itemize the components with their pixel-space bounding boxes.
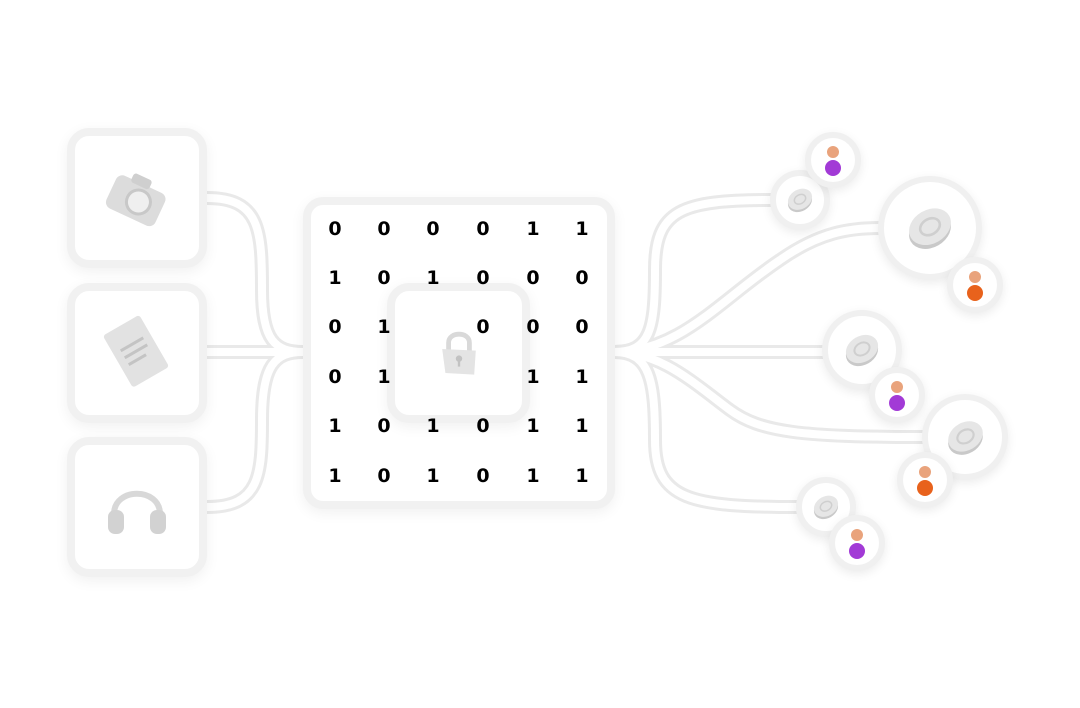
binary-digit: 0: [328, 218, 342, 240]
binary-digit: 1: [575, 465, 589, 487]
binary-digit: 1: [426, 415, 440, 437]
user-avatar-icon: [889, 381, 905, 411]
binary-digits-layer: 0 0 0 0 1 1 1 0 1 0 0 0 0 1 0 0 0 0 1 1 1 1 0 1 0 1 1 1 0 1 0 1 1: [311, 205, 607, 501]
coin-icon: [947, 420, 983, 455]
headphones-icon: [108, 490, 166, 534]
lock-card: [387, 283, 530, 423]
user-avatar-icon: [917, 466, 933, 496]
binary-digit: 0: [476, 316, 490, 338]
binary-digit: 1: [377, 316, 391, 338]
binary-digit: 0: [328, 366, 342, 388]
recipient-avatar: [829, 515, 885, 571]
binary-digit: 0: [476, 218, 490, 240]
binary-digit: 1: [328, 465, 342, 487]
binary-digit: 1: [575, 218, 589, 240]
user-avatar-icon: [825, 146, 841, 176]
binary-digit: 0: [377, 218, 391, 240]
binary-digit: 1: [526, 415, 540, 437]
binary-digit: 1: [426, 267, 440, 289]
recipient-avatar: [897, 452, 953, 508]
coin-icon: [845, 334, 879, 367]
binary-digit: 1: [328, 267, 342, 289]
binary-digit: 1: [526, 218, 540, 240]
binary-digit: 0: [476, 267, 490, 289]
binary-digit: 1: [526, 366, 540, 388]
camera-card: [67, 128, 207, 268]
binary-digit: 0: [377, 465, 391, 487]
recipient-avatar: [805, 132, 861, 188]
binary-digit: 0: [575, 316, 589, 338]
recipient-avatar: [947, 257, 1003, 313]
headphones-card: [67, 437, 207, 577]
lock-icon: [441, 331, 476, 375]
document-icon: [103, 315, 169, 387]
binary-digit: 0: [575, 267, 589, 289]
user-avatar-icon: [967, 271, 983, 301]
binary-digit: 1: [575, 415, 589, 437]
binary-digit: 1: [575, 366, 589, 388]
recipient-avatar: [869, 367, 925, 423]
binary-digit: 0: [476, 415, 490, 437]
binary-digit: 0: [476, 465, 490, 487]
binary-digit: 1: [328, 415, 342, 437]
coin-icon: [787, 188, 813, 213]
camera-icon: [105, 173, 166, 227]
binary-digit: 0: [426, 218, 440, 240]
coin-icon: [909, 208, 951, 249]
binary-digit: 1: [526, 465, 540, 487]
document-card: [67, 283, 207, 423]
coin-icon: [813, 495, 839, 520]
binary-digit: 0: [377, 415, 391, 437]
binary-digit: 0: [377, 267, 391, 289]
binary-digit: 1: [426, 465, 440, 487]
binary-digit: 0: [526, 267, 540, 289]
binary-digit: 0: [526, 316, 540, 338]
binary-digit: 1: [377, 366, 391, 388]
user-avatar-icon: [849, 529, 865, 559]
binary-digit: 0: [328, 316, 342, 338]
